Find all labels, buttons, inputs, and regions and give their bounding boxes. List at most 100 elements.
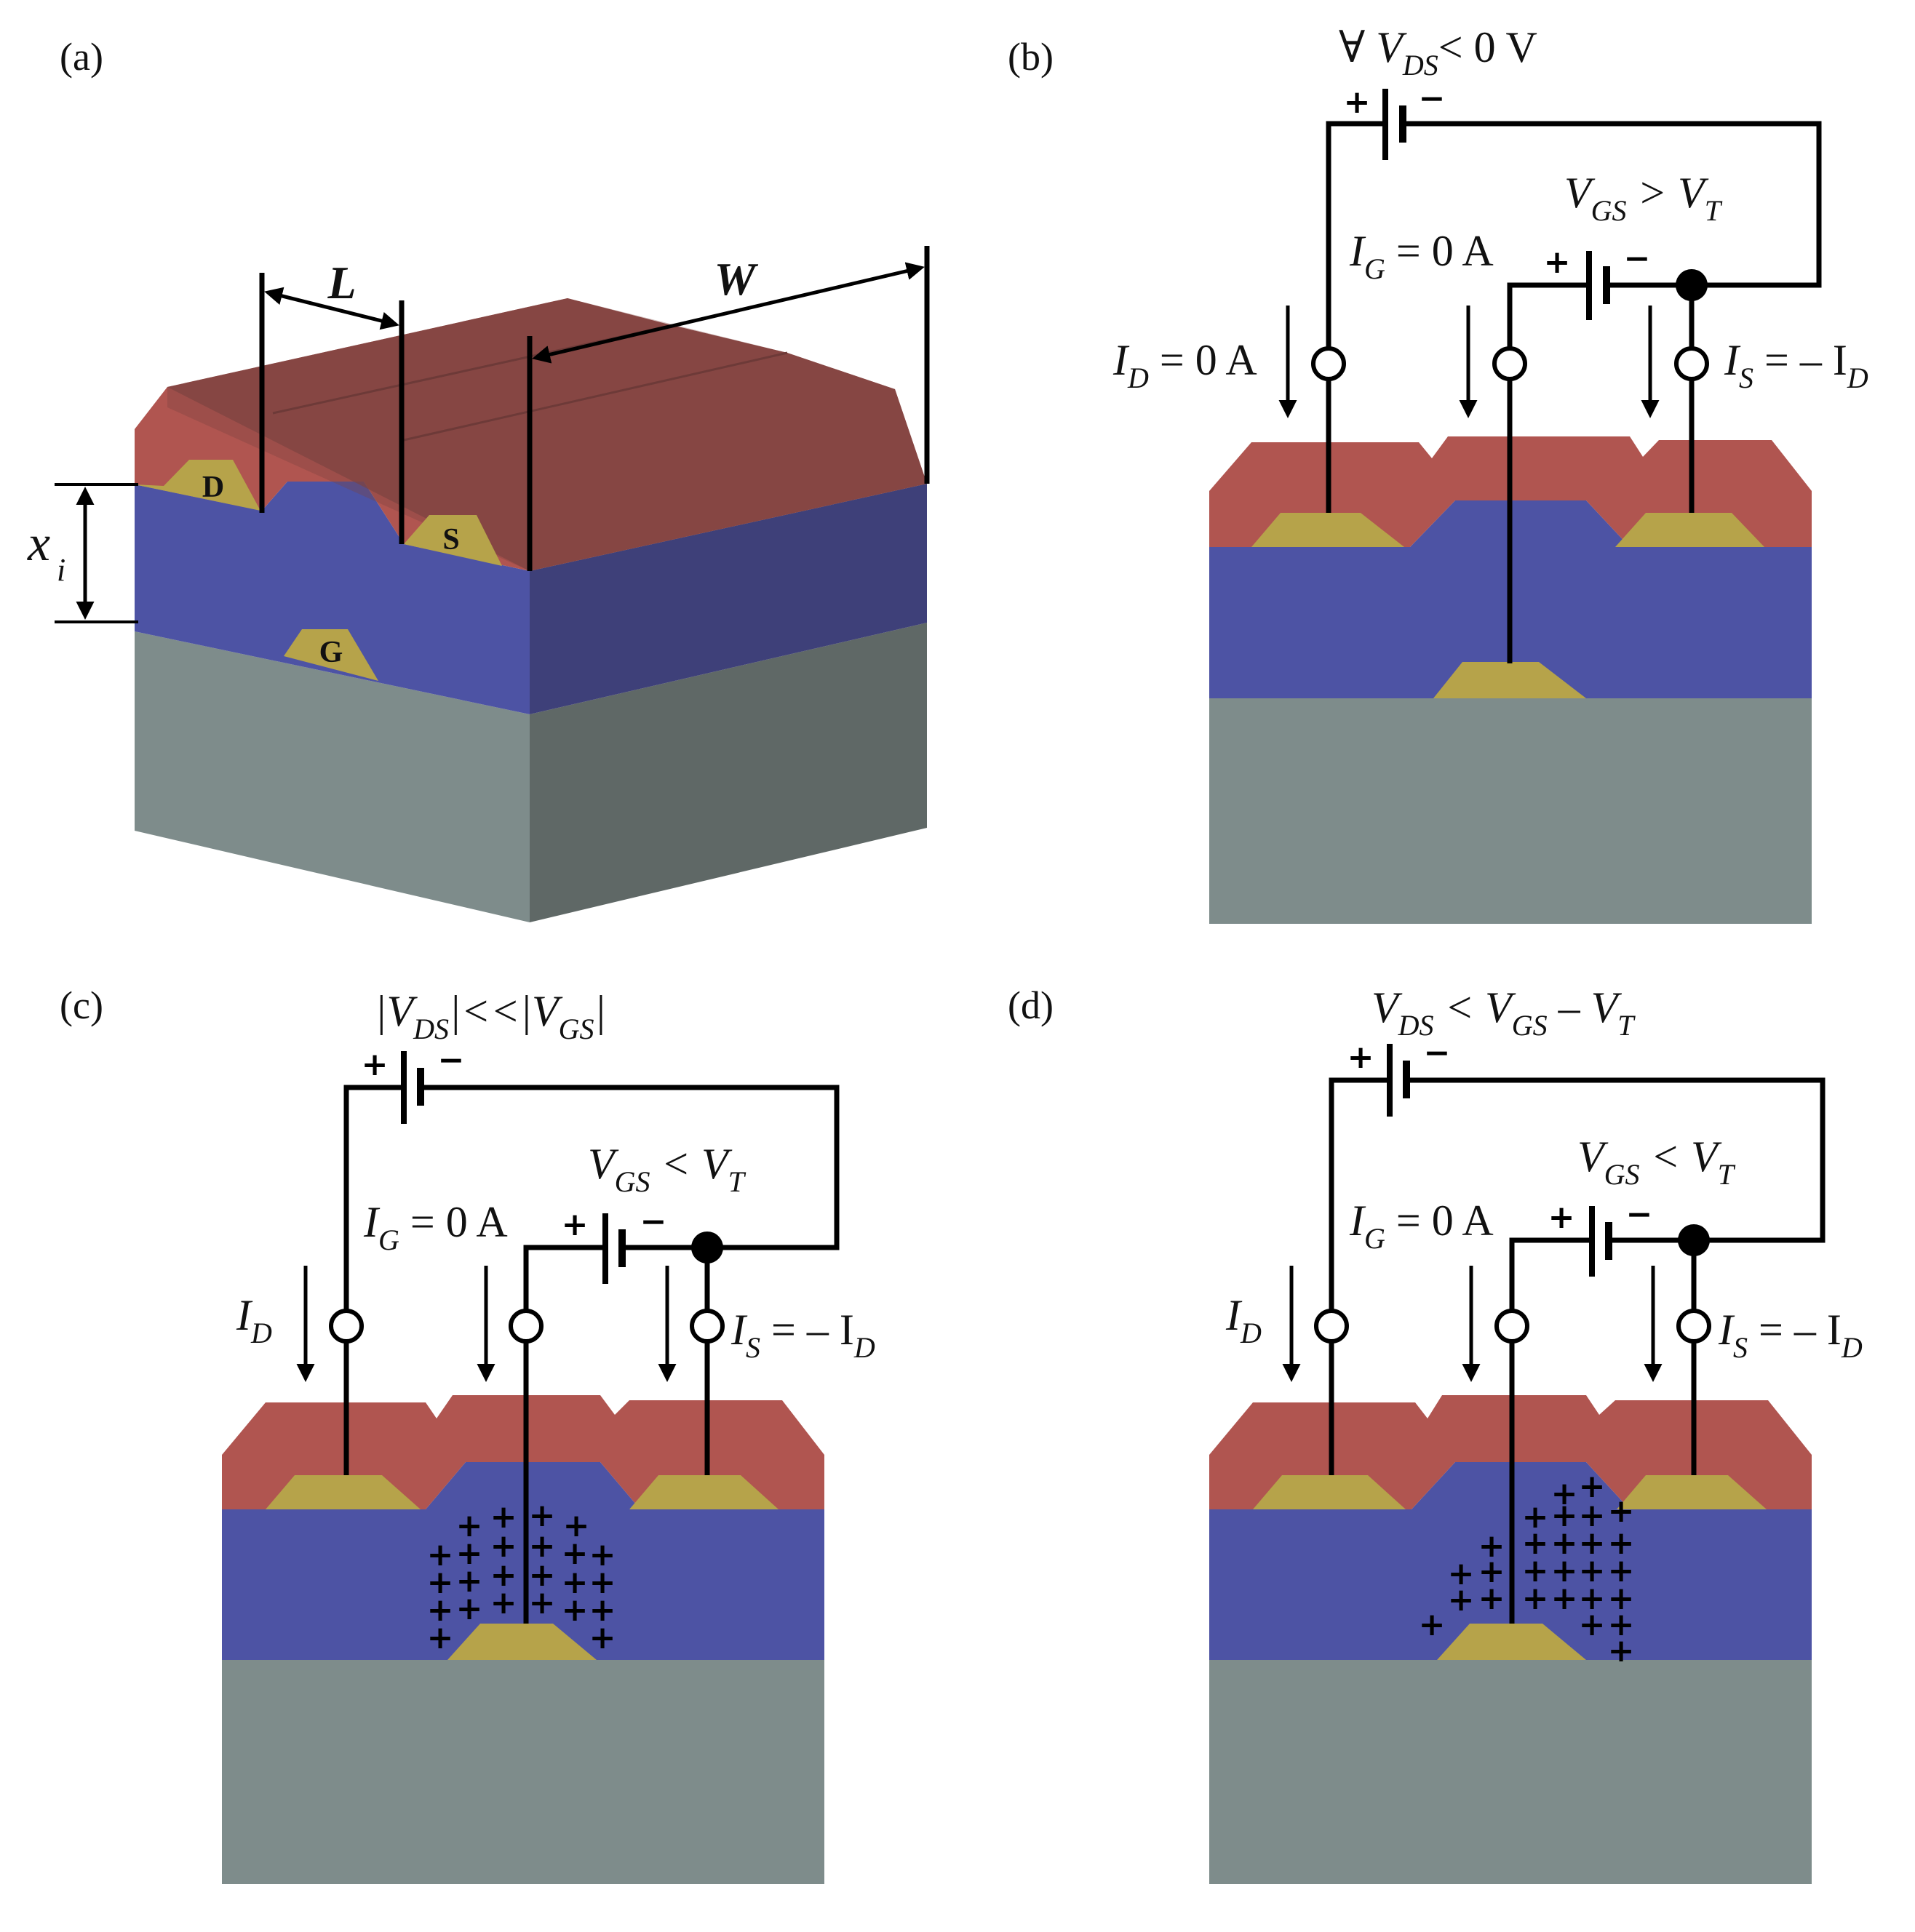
source-contact-a [404, 515, 502, 566]
vgs-minus-b: − [1624, 240, 1651, 277]
drain-contact-a [135, 460, 260, 511]
charge-plus: + [1551, 1475, 1578, 1512]
vds-loop-c [343, 1085, 404, 1311]
charge-plus: + [1478, 1528, 1505, 1565]
semiconductor-front-a [135, 482, 530, 714]
vds-minus-c: − [438, 1042, 465, 1079]
charge-cloud-d: +++++++++++++++++++++++++++ [1419, 1468, 1635, 1669]
gate-wire-c2 [523, 1245, 604, 1311]
substrate-b [1209, 697, 1812, 924]
charge-cloud-c: ++++++++++++++++++++++++ [427, 1497, 616, 1656]
panel-b-label: (b) [1008, 35, 1054, 79]
ig-label-b: IG = 0 A [1349, 227, 1494, 285]
source-terminal-b [1674, 346, 1709, 381]
charge-plus: + [1478, 1553, 1505, 1590]
substrate-d [1209, 1658, 1812, 1884]
charge-plus: + [1579, 1580, 1606, 1617]
dim-x-sub: i [57, 552, 65, 588]
vgs-plus-d: + [1548, 1199, 1575, 1236]
source-terminal-d [1676, 1309, 1711, 1344]
dim-x-label: x [27, 516, 50, 572]
charge-plus: + [427, 1564, 454, 1601]
vds-plus-b: + [1344, 84, 1371, 121]
source-terminal-c [690, 1309, 725, 1344]
charge-plus: + [490, 1584, 517, 1621]
drain-contact-b [1251, 513, 1404, 547]
charge-plus: + [427, 1536, 454, 1573]
panel-b: (b) + − + − ∀ VDS< 0 V [1008, 23, 1868, 924]
charge-plus: + [456, 1562, 483, 1600]
drain-terminal-c [329, 1309, 364, 1344]
vgs-plus-b: + [1544, 244, 1571, 281]
vds-condition-d: VDS < VGS – VT [1371, 983, 1636, 1042]
gate-terminal-d [1494, 1309, 1529, 1344]
drain-label-a: D [202, 471, 224, 504]
charge-plus: + [1522, 1580, 1549, 1617]
drain-terminal-b [1311, 346, 1346, 381]
charge-plus: + [1522, 1498, 1549, 1536]
charge-plus: + [1579, 1525, 1606, 1562]
vds-condition-b: ∀ VDS< 0 V [1339, 23, 1537, 81]
ridge-line-a2 [403, 351, 788, 442]
charge-plus: + [1448, 1581, 1475, 1618]
charge-plus: + [1579, 1497, 1606, 1534]
charge-plus: + [490, 1498, 517, 1536]
vds-condition-c: |VDS|<<|VGS| [375, 987, 606, 1045]
substrate-side-a [530, 623, 927, 922]
charge-plus: + [1478, 1580, 1505, 1617]
vds-loop-b [1326, 121, 1382, 349]
gate-wire-d2 [1509, 1237, 1590, 1311]
panel-a: (a) D S G L W x i [27, 35, 930, 922]
substrate-c [222, 1658, 824, 1884]
vds-loop-d2 [1408, 1077, 1826, 1243]
passivation-topface-a [167, 298, 927, 571]
vds-loop-b2 [1404, 121, 1822, 288]
vds-loop-c2 [422, 1085, 840, 1250]
gate-terminal-b [1492, 346, 1527, 381]
substrate-front-a [135, 631, 530, 922]
gate-contact-c [447, 1624, 597, 1660]
vgs-condition-d: VGS < VT [1577, 1133, 1736, 1191]
charge-plus: + [1551, 1552, 1578, 1589]
charge-plus: + [1579, 1468, 1606, 1505]
charge-plus: + [589, 1592, 616, 1629]
charge-plus: + [562, 1564, 589, 1601]
charge-plus: + [1608, 1493, 1635, 1530]
charge-plus: + [427, 1592, 454, 1629]
charge-plus: + [1551, 1525, 1578, 1562]
charge-plus: + [589, 1619, 616, 1656]
charge-plus: + [529, 1584, 556, 1621]
charge-plus: + [1608, 1525, 1635, 1562]
vgs-minus-d: − [1626, 1196, 1653, 1233]
charge-plus: + [490, 1528, 517, 1565]
charge-plus: + [529, 1497, 556, 1534]
charge-plus: + [589, 1564, 616, 1601]
source-label-a: S [442, 523, 459, 556]
charge-plus: + [1551, 1497, 1578, 1534]
semiconductor-side-a [530, 484, 927, 714]
ig-label-c: IG = 0 A [363, 1198, 508, 1256]
charge-plus: + [562, 1535, 589, 1572]
charge-plus: + [490, 1557, 517, 1594]
id-label-b: ID = 0 A [1112, 336, 1257, 394]
charge-plus: + [1522, 1552, 1549, 1589]
dim-L-arrow [264, 287, 399, 330]
gate-contact-a [284, 629, 378, 681]
charge-plus: + [456, 1535, 483, 1572]
gate-contact-b [1433, 662, 1586, 698]
charge-plus: + [1419, 1606, 1446, 1643]
charge-plus: + [1608, 1606, 1635, 1643]
is-label-c: IS = – ID [730, 1306, 875, 1364]
gate-label-a: G [319, 636, 343, 669]
vgs-condition-b: VGS > VT [1564, 169, 1723, 227]
passivation-topface-ridge-a [167, 298, 927, 571]
charge-plus: + [1608, 1580, 1635, 1617]
vgs-condition-c: VGS < VT [588, 1140, 747, 1198]
vds-plus-d: + [1347, 1039, 1374, 1076]
charge-plus: + [1579, 1552, 1606, 1589]
is-label-d: IS = – ID [1718, 1306, 1863, 1364]
charge-plus: + [1608, 1632, 1635, 1669]
gate-terminal-c [509, 1309, 544, 1344]
charge-plus: + [1522, 1525, 1549, 1562]
charge-plus: + [1448, 1555, 1475, 1592]
